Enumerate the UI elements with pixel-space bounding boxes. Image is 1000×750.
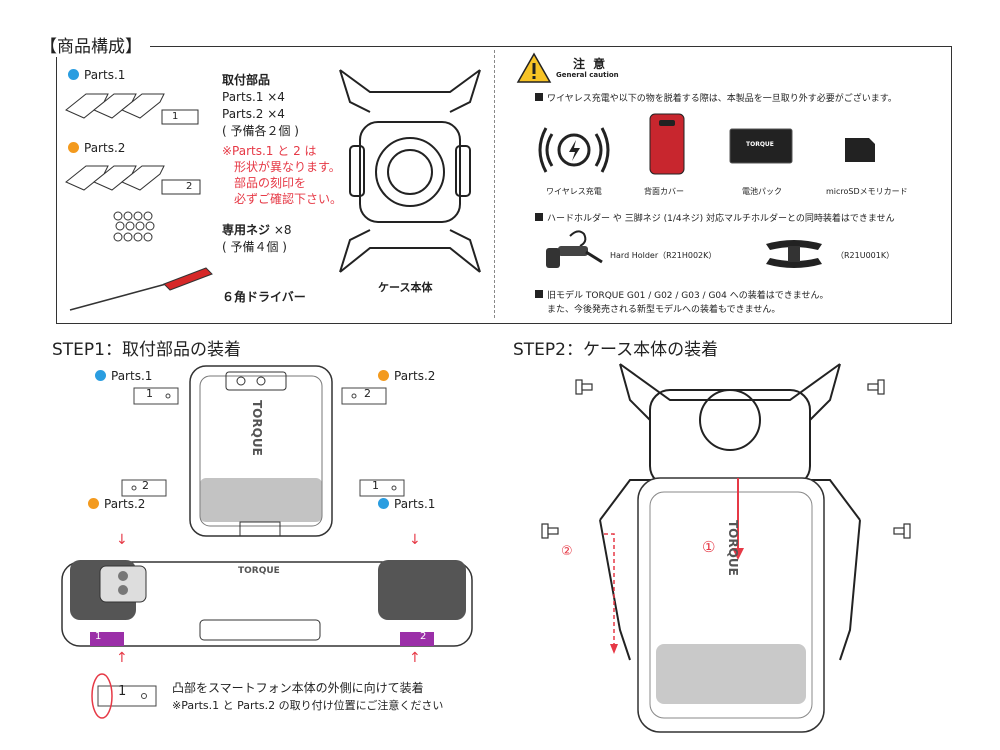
- caution-item-back-cover: 背面カバー: [644, 187, 684, 196]
- step1-detail-stamp: 1: [118, 684, 127, 699]
- step1-stamp1-top: 1: [146, 387, 153, 400]
- install-note-line2: ※Parts.1 と Parts.2 の取り付け位置にご注意ください: [172, 699, 444, 712]
- battery-brand: TORQUE: [746, 141, 774, 148]
- box-title: 【商品構成】: [40, 32, 150, 57]
- mount-parts-block: 取付部品 Parts.1 ×4 Parts.2 ×4 ( 予備各２個 ): [222, 72, 299, 140]
- blue-dot-icon: [378, 498, 389, 509]
- mount-line3: ( 予備各２個 ): [222, 124, 299, 138]
- back-cover-icon: [649, 113, 685, 175]
- case-body-label: ケース本体: [378, 281, 433, 294]
- parts2-stamp: 2: [186, 181, 193, 192]
- step1-parts2-bottom: Parts.2: [88, 497, 145, 511]
- battery-pack-icon: [729, 128, 793, 164]
- step1-phone-side-brand: TORQUE: [238, 566, 280, 576]
- step1-down-arrow-right-icon: ↓: [409, 532, 421, 548]
- caution-line2: ハードホルダー や 三脚ネジ (1/4ネジ) 対応マルチホルダーとの同時装着はで…: [535, 212, 895, 227]
- caution-line2-text: ハードホルダー や 三脚ネジ (1/4ネジ) 対応マルチホルダーとの同時装着はで…: [547, 214, 895, 224]
- caution-line1-text: ワイヤレス充電や以下の物を脱着する際は、本製品を一旦取り外す必要がございます。: [547, 94, 897, 104]
- step1-parts2-top-label: Parts.2: [394, 369, 436, 383]
- screws-block: 専用ネジ ×8 ( 予備４個 ): [222, 222, 292, 256]
- contents-box: [56, 46, 952, 324]
- step1-stamp2-top: 2: [364, 387, 371, 400]
- warning-triangle-icon: [516, 52, 552, 83]
- parts1-label: Parts.1: [84, 68, 126, 82]
- step1-up-arrow-left-icon: ↑: [116, 650, 128, 666]
- step1-parts1-bottom-label: Parts.1: [394, 497, 436, 511]
- hard-holder-label: Hard Holder（R21H002K）: [610, 251, 717, 260]
- multi-holder-icon: [766, 240, 822, 268]
- parts2-label-row: Parts.2: [68, 141, 125, 155]
- microsd-card-icon: [845, 138, 875, 162]
- warn-line3: 部品の刻印を: [234, 176, 307, 190]
- caution-line3: 旧モデル TORQUE G01 / G02 / G03 / G04 への装着はで…: [535, 289, 828, 304]
- step1-stamp2-bottom: 2: [142, 479, 149, 492]
- orange-dot-icon: [88, 498, 99, 509]
- step2-num1: ①: [702, 538, 716, 556]
- parts1-label-row: Parts.1: [68, 68, 125, 82]
- blue-dot-icon: [95, 370, 106, 381]
- step2-num2: ②: [561, 544, 573, 559]
- caution-line1: ワイヤレス充電や以下の物を脱着する際は、本製品を一旦取り外す必要がございます。: [535, 92, 897, 107]
- step1-down-arrow-left-icon: ↓: [116, 532, 128, 548]
- step1-part1-bottom-illustration: [359, 479, 405, 497]
- bullet-square: [535, 290, 543, 298]
- step1-part2-top-illustration: [341, 387, 387, 405]
- step1-up-arrow-right-icon: ↑: [409, 650, 421, 666]
- step1-stamp1-bottom: 1: [372, 479, 379, 492]
- bullet-square: [535, 93, 543, 101]
- step2-assembly-illustration: [541, 363, 911, 733]
- multi-holder-label: （R21U001K）: [836, 251, 895, 260]
- step1-phone-back-brand: TORQUE: [250, 400, 264, 456]
- parts2-label: Parts.2: [84, 141, 126, 155]
- orange-dot-icon: [68, 142, 79, 153]
- case-body-illustration: [339, 69, 481, 273]
- caution-line4: また、今後発売される新型モデルへの装着もできません。: [547, 305, 781, 315]
- orange-dot-icon: [378, 370, 389, 381]
- step1-side-stamp2: 2: [420, 631, 427, 642]
- warn-line2: 形状が異なります。: [234, 160, 341, 174]
- parts1-illustration: [65, 93, 199, 125]
- caution-item-wireless: ワイヤレス充電: [546, 187, 602, 196]
- warn-line4: 必ずご確認下さい。: [234, 192, 343, 206]
- step1-phone-back-illustration: [189, 365, 333, 537]
- hard-holder-icon: [546, 230, 603, 268]
- blue-dot-icon: [68, 69, 79, 80]
- mount-line1: Parts.1 ×4: [222, 90, 285, 104]
- wireless-charging-icon: [538, 127, 610, 173]
- bullet-square: [535, 213, 543, 221]
- screw-title: 専用ネジ: [222, 223, 271, 237]
- step1-install-note: 凸部をスマートフォン本体の外側に向けて装着 ※Parts.1 と Parts.2…: [172, 680, 443, 714]
- step2-title: STEP2：ケース本体の装着: [513, 340, 719, 360]
- step1-parts2-bottom-label: Parts.2: [104, 497, 146, 511]
- step1-parts1-bottom: Parts.1: [378, 497, 435, 511]
- parts2-illustration: [65, 165, 201, 195]
- install-note-line1: 凸部をスマートフォン本体の外側に向けて装着: [172, 681, 424, 695]
- hex-driver-illustration: [69, 267, 213, 311]
- step1-side-stamp1: 1: [95, 631, 102, 642]
- parts-warning: ※Parts.1 と 2 は 形状が異なります。 部品の刻印を 必ずご確認下さい…: [222, 143, 342, 207]
- box-divider: [494, 50, 495, 318]
- screws-illustration: [113, 211, 155, 242]
- warn-line1: ※Parts.1 と 2 は: [222, 144, 317, 158]
- caution-title: 注 意: [573, 57, 608, 71]
- caution-subtitle: General caution: [556, 71, 619, 79]
- mount-title: 取付部品: [222, 73, 271, 87]
- step1-parts1-top-label: Parts.1: [111, 369, 153, 383]
- parts1-stamp: 1: [172, 111, 179, 122]
- screw-count: ×8: [270, 223, 292, 237]
- step2-phone-brand: TORQUE: [726, 520, 740, 576]
- step1-phone-side-illustration: [61, 560, 473, 647]
- caution-line3-text: 旧モデル TORQUE G01 / G02 / G03 / G04 への装着はで…: [547, 291, 829, 301]
- caution-item-microsd: microSDメモリカード: [826, 187, 908, 196]
- step1-parts2-top: Parts.2: [378, 369, 435, 383]
- step1-part2-bottom-illustration: [121, 479, 167, 497]
- screw-spare: ( 予備４個 ): [222, 240, 287, 254]
- caution-item-battery: 電池パック: [742, 187, 782, 196]
- step1-parts1-top: Parts.1: [95, 369, 152, 383]
- step1-part1-top-illustration: [133, 387, 179, 405]
- step1-title: STEP1：取付部品の装着: [52, 340, 241, 360]
- mount-line2: Parts.2 ×4: [222, 107, 285, 121]
- driver-label: ６角ドライバー: [222, 290, 306, 304]
- step1-part-detail-illustration: [91, 673, 157, 719]
